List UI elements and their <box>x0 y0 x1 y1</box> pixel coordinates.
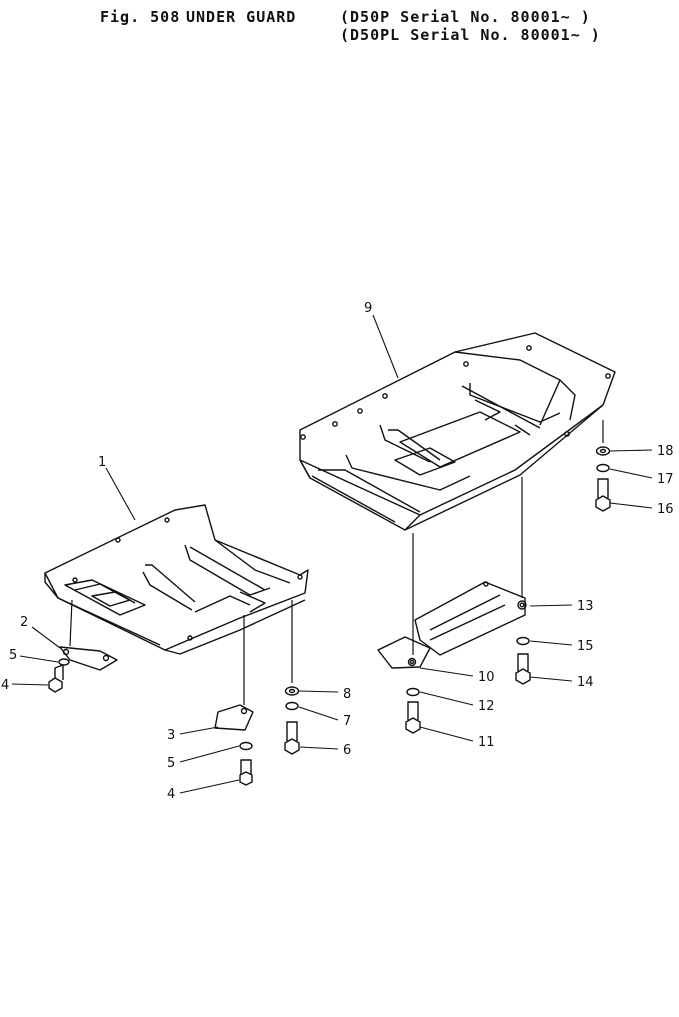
callout-2: 2 <box>20 615 28 630</box>
rear-under-guard <box>299 332 616 531</box>
cover-plate-2 <box>59 646 118 671</box>
assembly-lines <box>69 420 604 705</box>
callout-5a: 5 <box>9 648 17 663</box>
callout-4b: 4 <box>167 787 175 802</box>
callout-16: 16 <box>657 502 674 517</box>
callout-17: 17 <box>657 472 674 487</box>
callout-14: 14 <box>577 675 594 690</box>
callout-6: 6 <box>343 743 351 758</box>
callout-12: 12 <box>478 699 495 714</box>
callout-8: 8 <box>343 687 351 702</box>
serial-line-2: (D50PL Serial No. 80001~ ) <box>340 26 601 44</box>
callout-7: 7 <box>343 714 351 729</box>
callout-18: 18 <box>657 444 674 459</box>
bolts <box>48 478 611 786</box>
cover-plate-3 <box>214 704 254 731</box>
front-under-guard <box>44 504 309 655</box>
cover-plate-10 <box>377 636 431 669</box>
callout-3: 3 <box>167 728 175 743</box>
callout-11: 11 <box>478 735 495 750</box>
figure-title: UNDER GUARD <box>186 8 297 26</box>
serial-line-1: (D50P Serial No. 80001~ ) <box>340 8 591 26</box>
callout-labels: 9 1 2 5 4 3 5 4 8 7 6 10 12 11 13 15 14 … <box>1 301 674 802</box>
callout-5b: 5 <box>167 756 175 771</box>
cover-plate-13 <box>414 581 527 656</box>
leader-lines <box>11 314 653 794</box>
callout-10: 10 <box>478 670 495 685</box>
callout-13: 13 <box>577 599 594 614</box>
callout-15: 15 <box>577 639 594 654</box>
callout-9: 9 <box>364 301 372 316</box>
figure-number: Fig. 508 <box>100 8 181 26</box>
callout-4a: 4 <box>1 678 9 693</box>
callout-1: 1 <box>98 455 106 470</box>
washers <box>58 446 611 751</box>
